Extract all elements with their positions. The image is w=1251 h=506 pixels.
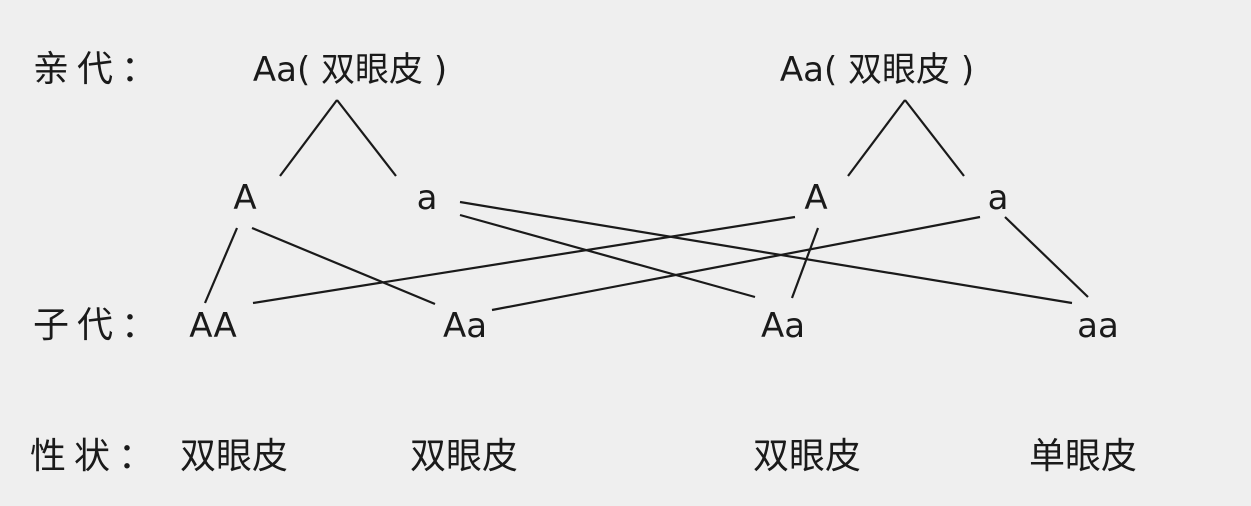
label-traits: 性状： <box>30 436 163 477</box>
a1-to-Aa2 <box>459 213 756 299</box>
A1-to-Aa1 <box>251 226 436 306</box>
gamete-a-1: a <box>416 178 438 218</box>
parent1-to-A <box>279 99 338 177</box>
trait-4: 单眼皮 <box>1028 436 1138 477</box>
label-offspring: 子代： <box>33 305 166 346</box>
A2-to-Aa2 <box>790 227 820 299</box>
trait-1: 双眼皮 <box>179 436 289 477</box>
gamete-A-2: A <box>804 178 828 218</box>
gamete-a-2: a <box>987 178 1009 218</box>
parent-2: Aa( 双眼皮 ) <box>779 50 975 90</box>
parent2-to-a <box>904 99 965 177</box>
offspring-AA: AA <box>189 306 237 346</box>
trait-3: 双眼皮 <box>752 436 862 477</box>
parent-1: Aa( 双眼皮 ) <box>252 50 448 90</box>
A1-to-AA <box>203 227 239 304</box>
gamete-A-1: A <box>233 178 257 218</box>
parent1-to-a <box>336 99 397 177</box>
a2-to-aa <box>1004 216 1089 298</box>
offspring-Aa-1: Aa <box>442 306 488 346</box>
trait-2: 双眼皮 <box>409 436 519 477</box>
offspring-aa: aa <box>1077 306 1119 346</box>
A2-to-AA <box>252 215 796 305</box>
a2-to-Aa1 <box>491 215 981 312</box>
offspring-Aa-2: Aa <box>760 306 806 346</box>
parent2-to-A <box>847 99 906 177</box>
a1-to-aa <box>459 200 1073 305</box>
label-parents: 亲代： <box>33 49 166 90</box>
